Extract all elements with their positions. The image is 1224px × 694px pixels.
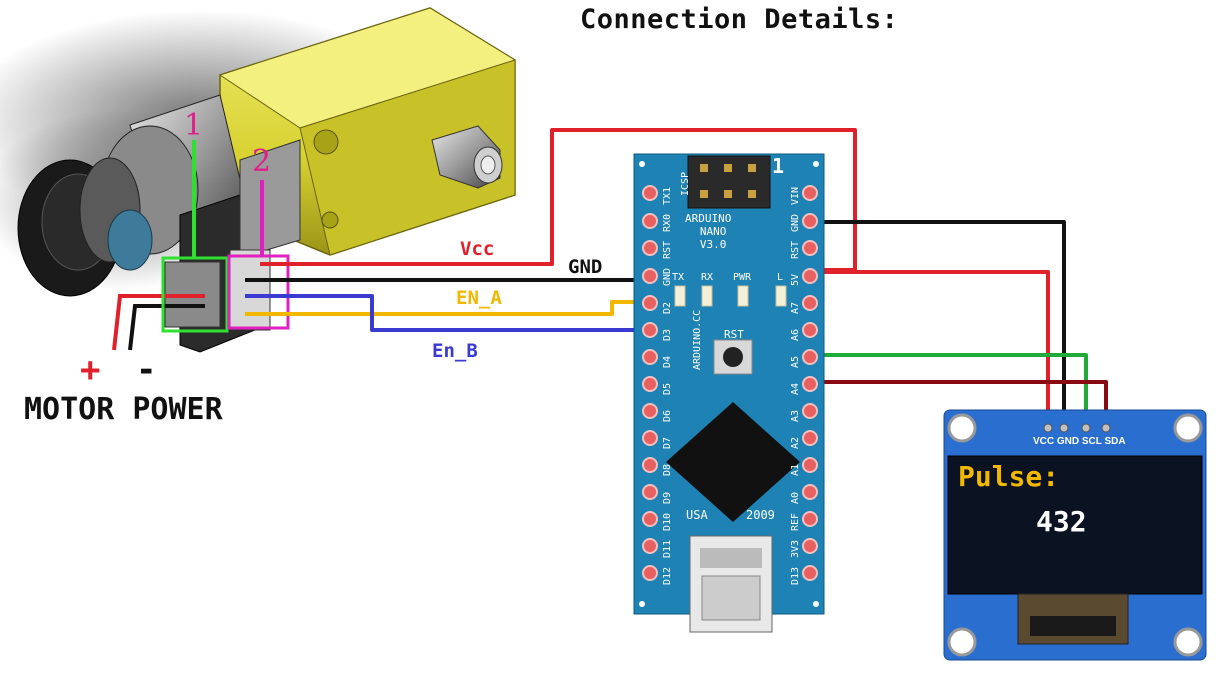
left-pin-label: D9	[662, 491, 673, 504]
right-pin-label: A5	[790, 355, 801, 368]
led-label-tx: TX	[672, 272, 685, 283]
connector-1-number: 1	[184, 108, 204, 143]
right-pin-label: A6	[790, 328, 801, 341]
wire-label-en-b: En_B	[432, 340, 478, 362]
right-pin-label: A1	[790, 464, 801, 477]
left-pin-label: D3	[662, 328, 673, 341]
board-corner-number: 1	[772, 154, 785, 178]
left-pin-label: D12	[662, 566, 673, 585]
right-pin-label: 5V	[790, 274, 801, 287]
wire-en-a	[245, 300, 648, 316]
left-pin-label: D2	[662, 301, 673, 314]
board-site-label: ARDUINO.CC	[692, 309, 703, 370]
left-pin-label: D7	[662, 437, 673, 450]
board-year: 2009	[746, 508, 775, 522]
left-pin-label: D4	[662, 355, 673, 368]
motor-minus-label: -	[136, 350, 157, 390]
left-pin-label: RST	[662, 241, 673, 260]
motor-power-label: MOTOR POWER	[24, 392, 223, 427]
right-pin-label: RST	[790, 241, 801, 260]
motor-plus-label: +	[80, 350, 101, 390]
board-icsp-label: ICSP	[680, 171, 691, 196]
left-pin-label: D11	[662, 539, 673, 558]
left-pin-label: RX0	[662, 214, 673, 233]
diagram-title: Connection Details:	[580, 4, 899, 35]
right-pin-label: D13	[790, 566, 801, 585]
left-pin-label: TX1	[662, 186, 673, 205]
wire-oled-vcc	[818, 270, 1050, 428]
right-pin-label: 3V3	[790, 539, 801, 558]
motor-illustration	[0, 7, 517, 353]
oled-pulse-value: 432	[1036, 505, 1087, 538]
wires	[245, 128, 1108, 428]
wire-en-b	[245, 294, 648, 332]
wire-label-vcc: Vcc	[460, 238, 495, 260]
arduino-nano-board	[633, 153, 825, 633]
led-label-rx: RX	[701, 272, 714, 283]
right-pin-label: GND	[790, 214, 801, 233]
right-pin-label: A7	[790, 301, 801, 314]
right-pin-label: A4	[790, 382, 801, 395]
right-pin-label: REF	[790, 512, 801, 531]
wire-oled-gnd	[812, 220, 1066, 428]
right-pin-label: A3	[790, 410, 801, 423]
wire-label-en-a: EN_A	[456, 287, 502, 309]
oled-module	[943, 409, 1207, 661]
wire-label-gnd: GND	[568, 256, 603, 278]
right-pin-label: VIN	[790, 186, 801, 205]
board-name-line2: NANO	[699, 225, 727, 238]
connector-2-number: 2	[252, 144, 272, 179]
left-pin-label: D5	[662, 382, 673, 395]
right-pin-label: A2	[790, 437, 801, 450]
wire-scl	[812, 353, 1088, 428]
board-made-in: USA	[686, 508, 708, 522]
left-pin-label: D10	[662, 512, 673, 531]
board-name-line1: ARDUINO	[685, 212, 732, 225]
oled-pulse-label: Pulse:	[958, 460, 1060, 493]
oled-pins-label: VCC GND SCL SDA	[1033, 436, 1126, 447]
board-reset-label: RST	[724, 328, 744, 341]
left-pin-label: GND	[662, 268, 673, 287]
led-label-l: L	[777, 272, 784, 283]
left-pin-label: D8	[662, 464, 673, 477]
left-pin-label: D6	[662, 410, 673, 423]
board-name: ARDUINO NANO V3.0	[685, 212, 731, 251]
board-name-line3: V3.0	[699, 238, 727, 251]
led-label-pwr: PWR	[733, 272, 752, 283]
right-pin-label: A0	[790, 491, 801, 504]
